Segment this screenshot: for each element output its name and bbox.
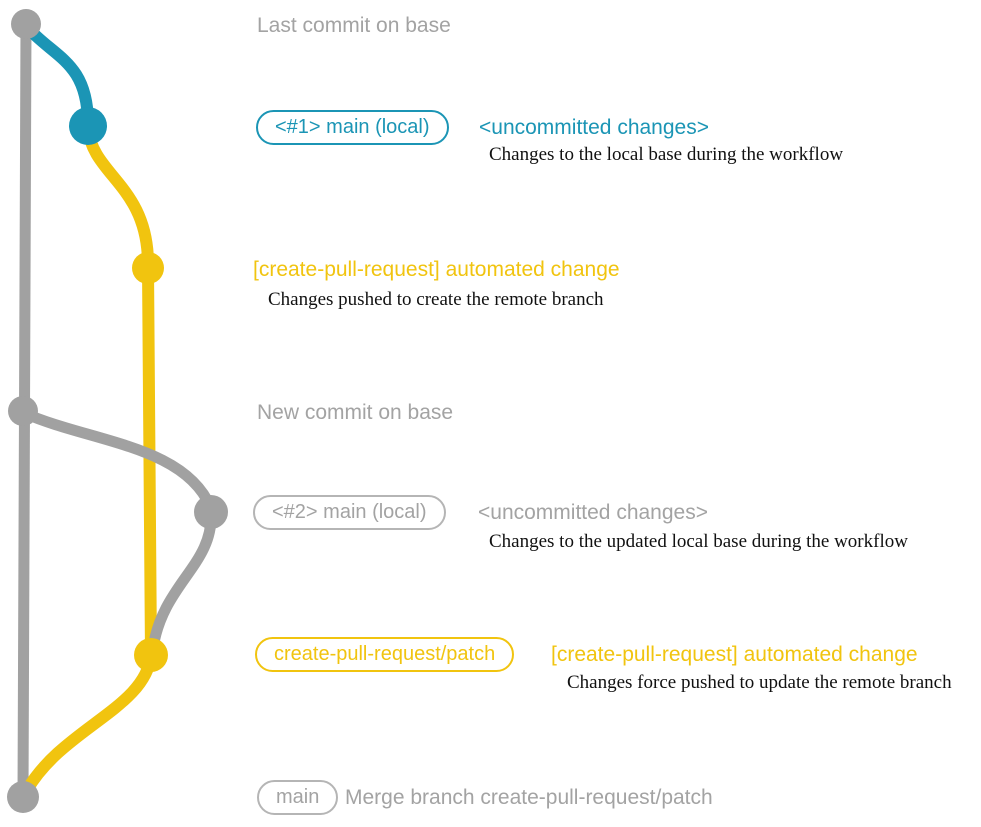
commit-last-base [11, 9, 41, 39]
last-commit-label: Last commit on base [257, 14, 451, 37]
caption-push-create-branch: Changes pushed to create the remote bran… [268, 289, 604, 310]
branch-badge-main: main [257, 780, 339, 815]
merge-branch-label: Merge branch create-pull-request/patch [345, 786, 713, 809]
caption-updated-local-base-changes: Changes to the updated local base during… [489, 531, 908, 552]
automated-change-label-1: [create-pull-request] automated change [253, 258, 620, 281]
commit-merge [7, 781, 39, 813]
uncommitted-2-curve [147, 506, 217, 654]
branch-badge-create-pull-request-patch: create-pull-request/patch [255, 637, 515, 672]
commit-automated-2 [134, 638, 168, 672]
branch-badge-main-local-1: <#1> main (local) [256, 110, 449, 145]
commit-main-local-1 [69, 107, 107, 145]
new-commit-label: New commit on base [257, 401, 454, 424]
commit-main-local-2 [194, 495, 228, 529]
merge-curve [21, 649, 157, 796]
branch-badge-main-local-2: <#2> main (local) [253, 495, 446, 530]
commit-new-base [8, 396, 38, 426]
caption-local-base-changes: Changes to the local base during the wor… [489, 144, 844, 165]
commit-automated-1 [132, 252, 164, 284]
caption-force-push-update-branch: Changes force pushed to update the remot… [567, 672, 952, 693]
uncommitted-changes-label-1: <uncommitted changes> [479, 116, 709, 139]
rebase-curve [18, 407, 217, 514]
uncommitted-changes-label-2: <uncommitted changes> [478, 501, 708, 524]
patch-branch-curve [82, 122, 154, 268]
automated-change-label-2: [create-pull-request] automated change [551, 643, 918, 666]
patch-branch-vertical [142, 262, 157, 661]
uncommitted-1-curve [21, 21, 94, 128]
